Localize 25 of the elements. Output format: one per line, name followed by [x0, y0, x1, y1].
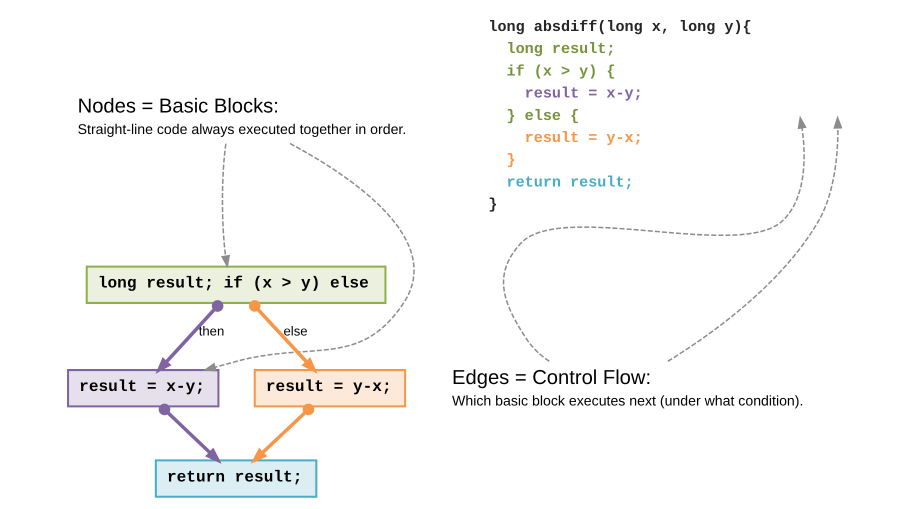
arrow	[248, 300, 318, 374]
node-text: Edges = Control Flow: Which basic block executes next (under what condition).	[452, 367, 804, 409]
label: }	[488, 196, 498, 214]
label: } else {	[506, 106, 580, 125]
label: return result;	[506, 173, 634, 192]
arrow	[502, 116, 807, 362]
arrow	[667, 116, 842, 362]
node-box: result = y-x;	[254, 369, 406, 408]
arrow	[202, 142, 415, 372]
node-box: return result;	[154, 459, 318, 498]
arrow	[220, 144, 230, 268]
node-box: result = x-y;	[67, 369, 220, 408]
arrow	[158, 404, 222, 464]
arrow	[155, 300, 224, 374]
label: result = x-y;	[524, 84, 643, 103]
label: if (x > y) {	[506, 62, 616, 80]
label: result = y-x;	[524, 128, 643, 147]
label: }	[506, 151, 516, 170]
node-text: Nodes = Basic Blocks: Straight-line code always executed together in order.	[78, 96, 406, 138]
label: long result;	[506, 40, 616, 58]
edge-label: else	[284, 324, 308, 339]
node-box: long result; if (x > y) else	[86, 266, 386, 304]
arrow	[250, 404, 314, 464]
label: long absdiff(long x, long y){	[488, 18, 752, 36]
edge-label: then	[198, 324, 224, 339]
